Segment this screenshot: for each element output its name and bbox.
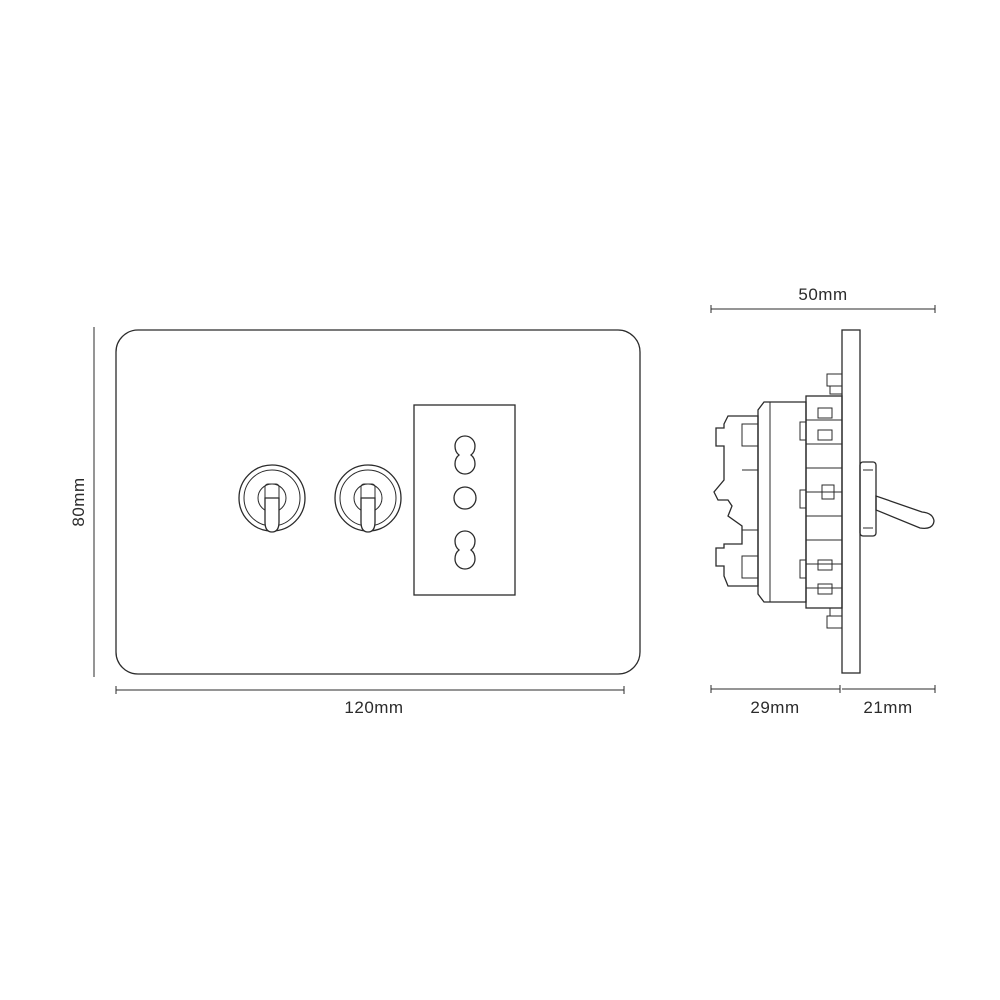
toggle-switch-left (238, 464, 306, 533)
side-view: 50mm (710, 285, 936, 717)
socket-module (413, 404, 516, 596)
front-view: 80mm 120mm (69, 327, 641, 717)
side-mechanism-body (713, 373, 843, 629)
width-dimension: 120mm (115, 686, 625, 717)
toggle-switch-right (334, 464, 402, 533)
total-depth-dimension: 50mm (710, 285, 936, 313)
wall-plate (115, 329, 641, 675)
front-depth-dimension: 21mm (842, 685, 936, 717)
socket-hole-middle (453, 486, 477, 510)
front-depth-label: 21mm (863, 698, 912, 717)
rear-depth-dimension: 29mm (710, 685, 841, 717)
height-dimension: 80mm (69, 327, 95, 677)
side-plate (841, 329, 861, 674)
socket-hole-bottom (454, 530, 476, 570)
rear-depth-label: 29mm (750, 698, 799, 717)
socket-hole-top (454, 435, 476, 475)
height-label: 80mm (69, 477, 88, 526)
total-depth-label: 50mm (798, 285, 847, 304)
side-toggle-lever (859, 461, 935, 537)
width-label: 120mm (344, 698, 403, 717)
